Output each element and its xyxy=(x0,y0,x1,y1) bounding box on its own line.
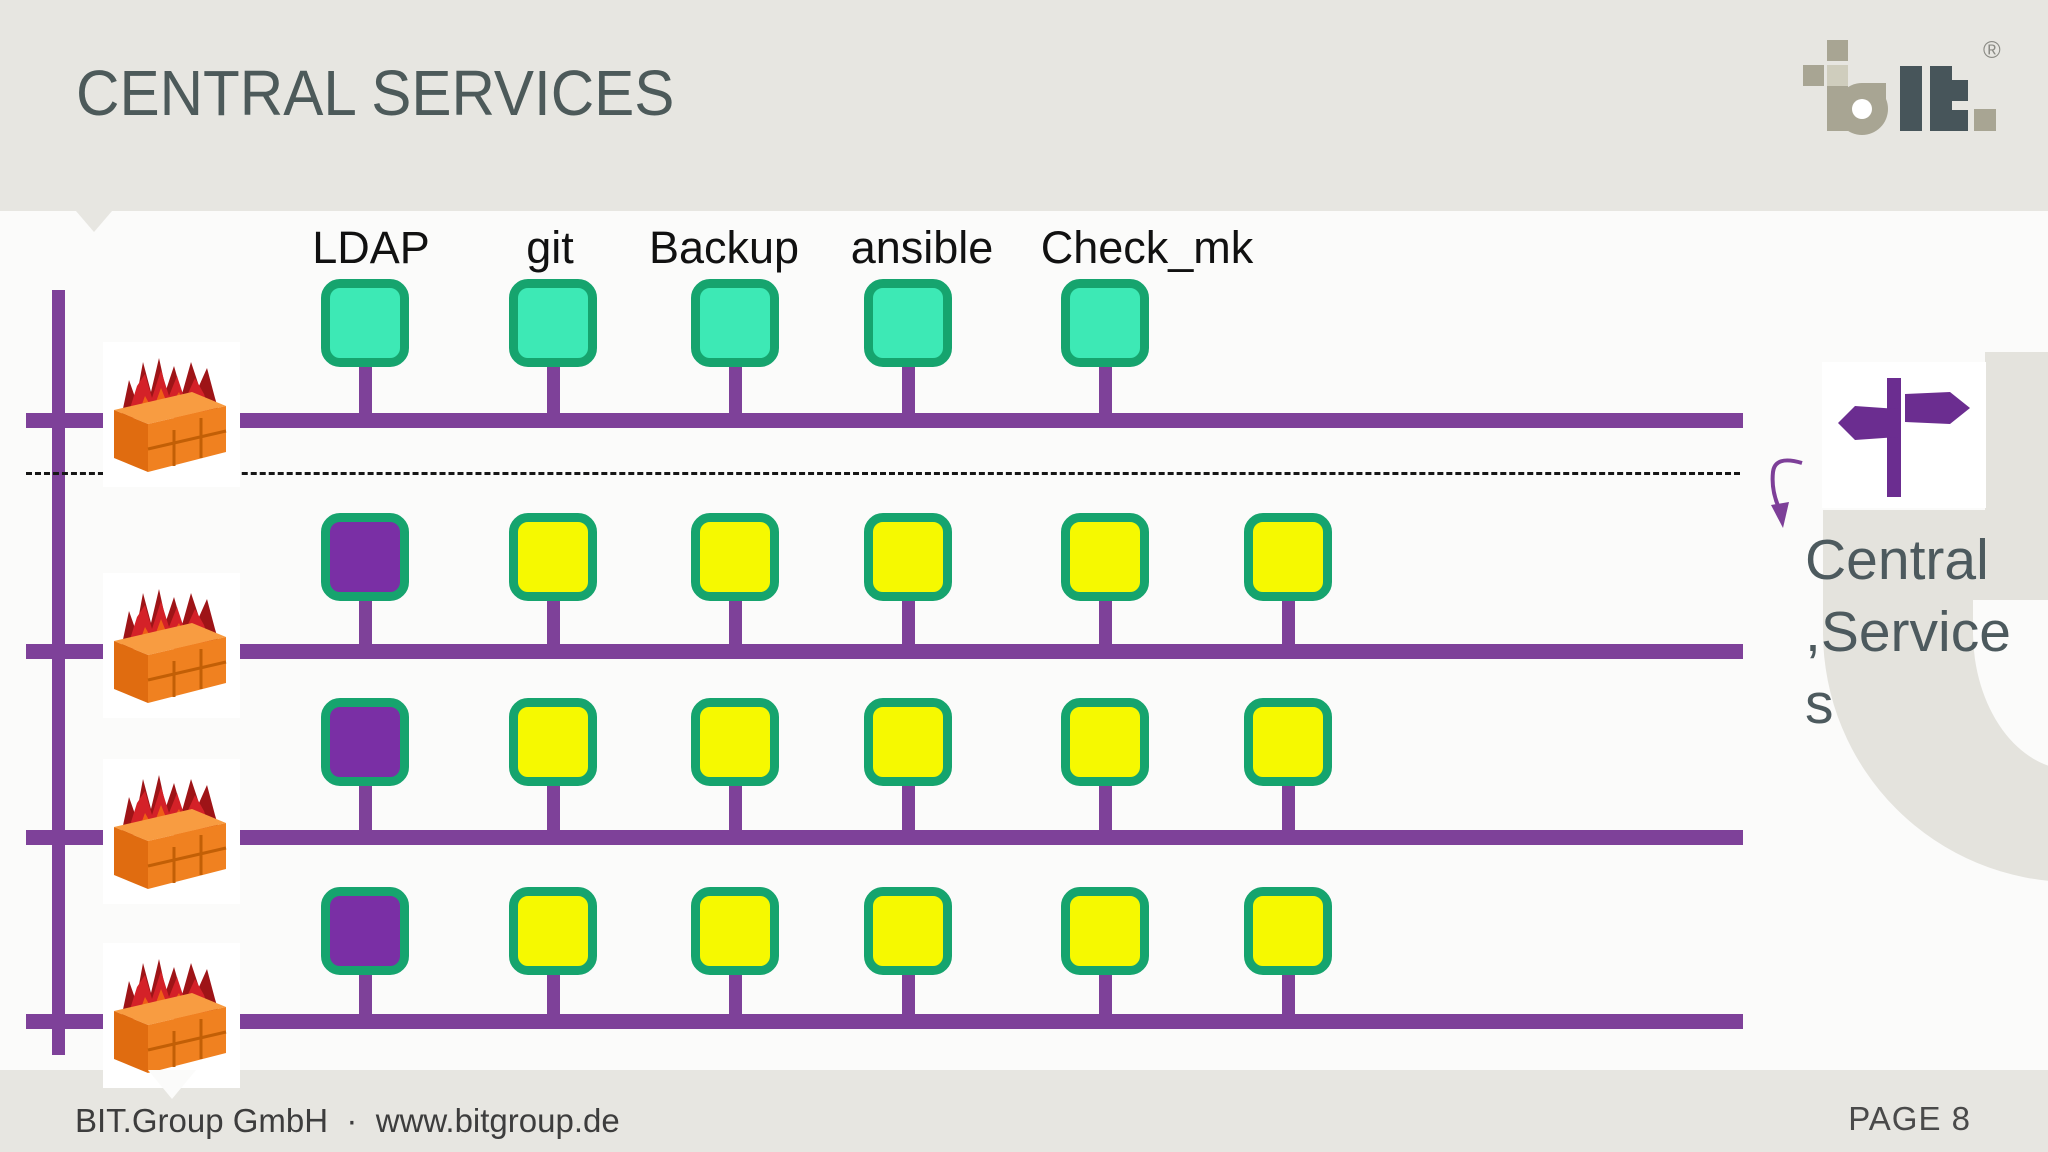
node-stem xyxy=(359,967,372,1021)
node-stem xyxy=(359,359,372,420)
network-bus-line xyxy=(26,644,1743,659)
service-node-yellow xyxy=(691,887,779,975)
service-node-yellow xyxy=(691,513,779,601)
node-stem xyxy=(902,778,915,837)
service-node-teal xyxy=(1061,279,1149,367)
network-trunk-line xyxy=(52,290,65,1055)
node-stem xyxy=(729,593,742,651)
curved-arrow-icon xyxy=(1770,458,1803,528)
service-node-teal xyxy=(321,279,409,367)
footer-company-text: BIT.Group GmbH · www.bitgroup.de xyxy=(75,1102,620,1139)
service-label-ansible: ansible xyxy=(850,222,994,273)
service-label-checkmk: Check_mk xyxy=(1040,222,1254,273)
service-label-git: git xyxy=(526,222,574,273)
service-node-teal xyxy=(864,279,952,367)
service-node-yellow xyxy=(864,698,952,786)
service-node-teal xyxy=(691,279,779,367)
service-node-purple xyxy=(321,698,409,786)
service-label-ldap: LDAP xyxy=(312,222,430,273)
node-stem xyxy=(729,967,742,1021)
node-stem xyxy=(1282,778,1295,837)
network-bus-line xyxy=(26,1014,1743,1029)
firewall-image-box xyxy=(103,759,240,904)
service-node-yellow xyxy=(1244,887,1332,975)
header-notch xyxy=(76,211,112,232)
node-stem xyxy=(547,359,560,420)
node-stem xyxy=(359,593,372,651)
service-node-yellow xyxy=(1061,698,1149,786)
node-stem xyxy=(1099,778,1112,837)
node-stem xyxy=(547,593,560,651)
node-stem xyxy=(1282,967,1295,1021)
node-stem xyxy=(902,359,915,420)
service-node-yellow xyxy=(864,887,952,975)
service-node-yellow xyxy=(1061,513,1149,601)
firewall-image-box xyxy=(103,573,240,718)
node-stem xyxy=(729,359,742,420)
node-stem xyxy=(359,778,372,837)
zone-divider-dashed-line xyxy=(26,472,1740,475)
service-node-yellow xyxy=(509,698,597,786)
service-node-yellow xyxy=(509,887,597,975)
signpost-icon xyxy=(1838,378,1970,497)
service-node-purple xyxy=(321,887,409,975)
service-node-yellow xyxy=(509,513,597,601)
service-label-backup: Backup xyxy=(648,222,800,273)
bit-logo: ® xyxy=(1803,37,2001,135)
service-node-yellow xyxy=(1061,887,1149,975)
firewall-icon xyxy=(114,775,227,889)
node-stem xyxy=(1099,593,1112,651)
background-logo-glyph-arm xyxy=(1985,352,2048,510)
service-node-teal xyxy=(509,279,597,367)
node-stem xyxy=(547,778,560,837)
service-node-purple xyxy=(321,513,409,601)
node-stem xyxy=(1282,593,1295,651)
network-bus-line xyxy=(26,830,1743,845)
node-stem xyxy=(1099,967,1112,1021)
service-node-yellow xyxy=(864,513,952,601)
firewall-icon xyxy=(114,589,227,703)
header-bar xyxy=(0,0,2048,211)
signpost-image-box xyxy=(1822,362,1986,508)
firewall-image-box xyxy=(103,342,240,487)
central-services-callout: Central ,Service s xyxy=(1805,528,2011,736)
firewall-image-box xyxy=(103,943,240,1088)
node-stem xyxy=(902,967,915,1021)
node-stem xyxy=(729,778,742,837)
page-title: CENTRAL SERVICES xyxy=(76,57,675,129)
footer-bar xyxy=(0,1070,2048,1152)
service-node-yellow xyxy=(1244,513,1332,601)
network-bus-line xyxy=(26,413,1743,428)
node-stem xyxy=(902,593,915,651)
service-node-yellow xyxy=(691,698,779,786)
footer-notch xyxy=(148,1070,196,1099)
node-stem xyxy=(1099,359,1112,420)
service-node-yellow xyxy=(1244,698,1332,786)
registered-mark: ® xyxy=(1983,37,2001,64)
firewall-icon xyxy=(114,959,227,1073)
firewall-icon xyxy=(114,358,227,472)
node-stem xyxy=(547,967,560,1021)
page-number: PAGE 8 xyxy=(1848,1100,1971,1137)
